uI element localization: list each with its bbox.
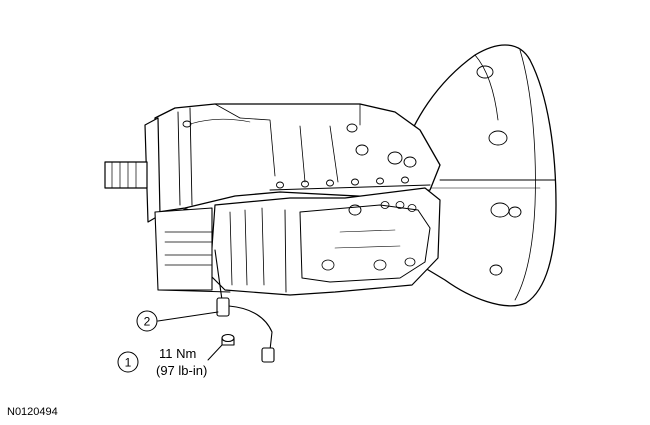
lower-case: [154, 207, 231, 293]
valve-body: [209, 187, 441, 296]
callout-1-circle: [117, 351, 139, 373]
callout-1-leader: [207, 344, 223, 361]
callout-2-circle: [136, 310, 158, 332]
input-shaft: [104, 117, 161, 223]
wiring-harness: [214, 249, 275, 363]
callout-2: 2: [136, 310, 158, 332]
callout-2-number: 2: [144, 315, 151, 329]
transmission-case: [154, 103, 441, 216]
callout-1-torque-imperial: (97 lb-in): [156, 363, 207, 378]
callout-2-leader: [157, 311, 219, 322]
callout-1-number: 1: [125, 356, 132, 370]
bolt: [221, 333, 235, 346]
figure-id: N0120494: [7, 406, 58, 418]
oil-pan-bolts: [269, 176, 431, 191]
callout-1: 1 11 Nm (97 lb-in): [117, 346, 207, 378]
callout-1-torque-metric: 11 Nm: [159, 346, 196, 361]
